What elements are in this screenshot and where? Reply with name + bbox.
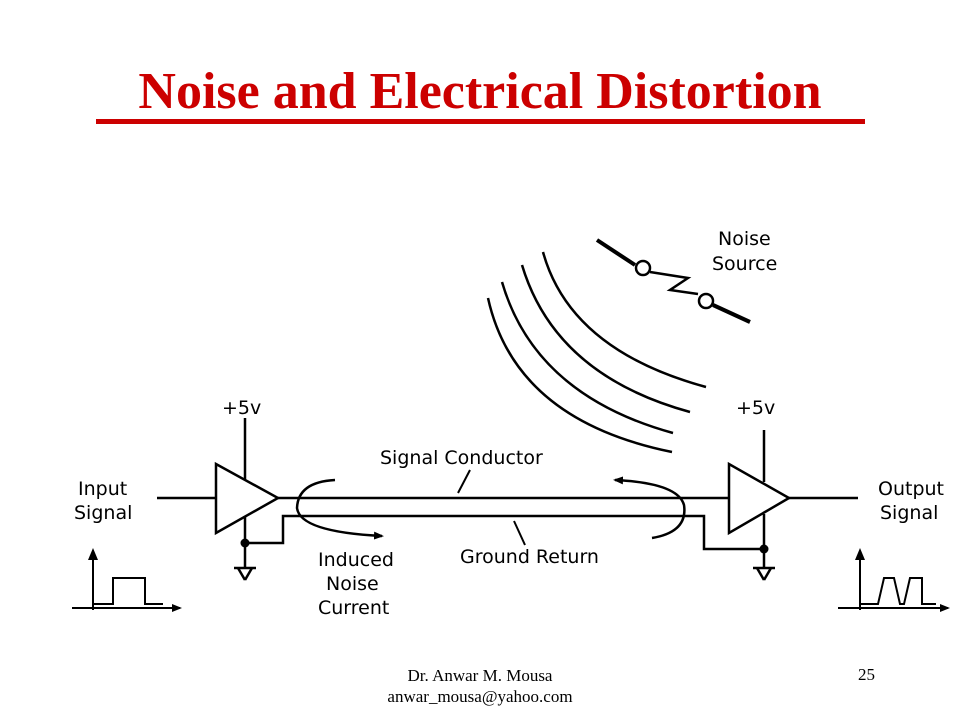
induced-current-loop-right <box>613 476 686 540</box>
right-ground-symbol-icon <box>753 566 775 581</box>
signal-conductor-label: Signal Conductor <box>380 447 543 469</box>
output-signal-label-line2: Signal <box>880 502 938 524</box>
induced-noise-label-line2: Noise <box>326 573 379 595</box>
noise-wave-arc-2 <box>520 264 691 414</box>
input-graph-axis-arrow <box>88 548 98 560</box>
input-pulse-waveform <box>93 577 163 605</box>
footer-author-name: Dr. Anwar M. Mousa <box>407 666 553 685</box>
noise-wave-arc-4 <box>486 297 673 454</box>
noise-source-switch-icon <box>595 238 751 324</box>
right-ground-junction-dot <box>759 544 769 554</box>
left-supply-voltage-label: +5v <box>222 397 261 419</box>
noise-source-label-line2: Source <box>712 253 777 275</box>
noise-wave-arc-3 <box>500 281 674 435</box>
ground-return-leader <box>513 520 526 546</box>
ground-return-line <box>245 514 764 551</box>
page-number: 25 <box>858 665 875 684</box>
input-waveform-graph <box>72 556 182 612</box>
output-signal-label-line1: Output <box>878 478 944 500</box>
right-supply-voltage-label: +5v <box>736 397 775 419</box>
left-buffer-amplifier-icon <box>214 461 281 536</box>
title-underline <box>96 119 865 124</box>
output-noisy-pulse-waveform <box>860 577 936 605</box>
input-signal-label-line2: Signal <box>74 502 132 524</box>
induced-noise-label-line1: Induced <box>318 549 394 571</box>
output-graph-axis-arrow <box>855 548 865 560</box>
noise-source-label-line1: Noise <box>718 228 771 250</box>
slide-title: Noise and Electrical Distortion <box>138 63 822 120</box>
induced-noise-label-line3: Current <box>318 597 389 619</box>
induced-current-loop-left <box>295 478 384 540</box>
footer-author-email: anwar_mousa@yahoo.com <box>387 687 573 706</box>
noise-wave-arc-1 <box>541 251 707 389</box>
right-buffer-amplifier-icon <box>727 461 792 536</box>
signal-conductor-leader <box>457 469 471 494</box>
footer-author: Dr. Anwar M. Mousa anwar_mousa@yahoo.com <box>0 665 960 707</box>
input-signal-label-line1: Input <box>78 478 127 500</box>
output-waveform-graph <box>838 556 950 612</box>
noise-waves <box>486 251 707 454</box>
ground-return-label: Ground Return <box>460 546 599 568</box>
left-ground-junction-dot <box>240 538 250 548</box>
left-ground-symbol-icon <box>234 566 256 581</box>
